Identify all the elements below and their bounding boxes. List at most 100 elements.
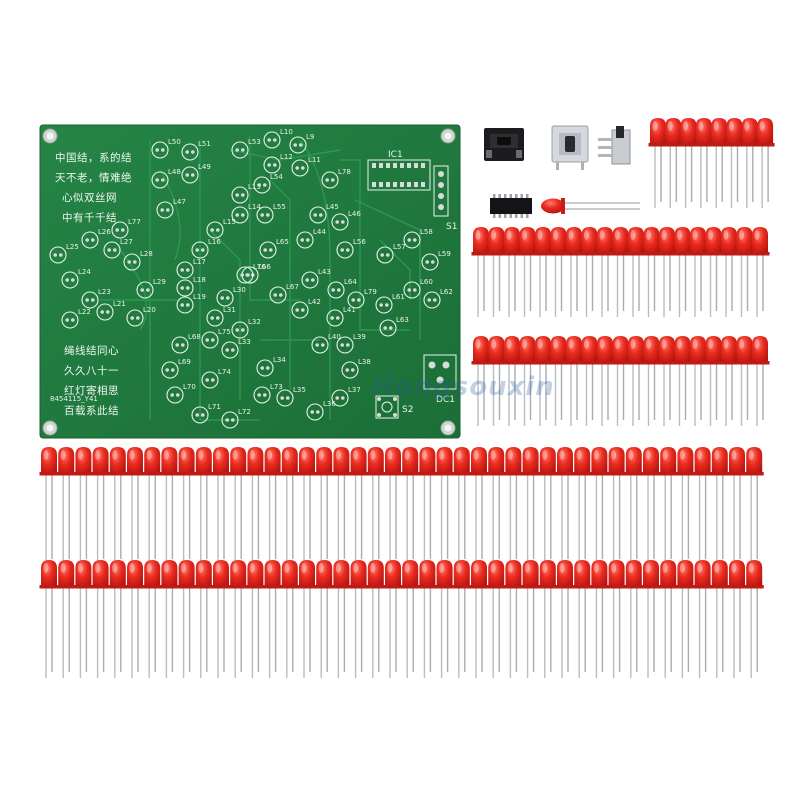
red-led	[704, 336, 723, 426]
red-led	[657, 336, 677, 426]
red-led	[719, 336, 739, 426]
ic-footprint: IC1	[367, 150, 431, 191]
red-led	[435, 447, 455, 565]
red-led	[471, 336, 491, 426]
red-led	[549, 336, 568, 426]
led-footprint: L18	[176, 276, 206, 297]
led-footprint: L79	[347, 288, 377, 309]
led-label: L20	[143, 306, 156, 314]
led-label: L48	[168, 168, 181, 176]
red-led	[142, 560, 162, 678]
red-led	[595, 227, 615, 317]
red-led	[679, 118, 699, 208]
led-label: L70	[183, 383, 196, 391]
red-led	[331, 560, 351, 678]
red-led	[366, 447, 386, 565]
led-footprint: L38	[341, 358, 371, 379]
led-footprint: L60	[403, 278, 433, 299]
led-label: L23	[98, 288, 111, 296]
led-footprint: L41	[326, 306, 356, 327]
led-footprint: L10	[263, 128, 293, 149]
red-led	[487, 227, 506, 317]
led-label: L61	[392, 293, 405, 301]
led-label: L62	[440, 288, 453, 296]
power-label: DC1	[436, 395, 455, 405]
red-led	[383, 560, 403, 678]
red-led	[417, 560, 437, 678]
led-footprint: L11	[291, 156, 321, 177]
red-led	[245, 560, 265, 678]
red-led	[727, 560, 747, 678]
led-footprint: L12	[263, 153, 293, 174]
led-footprint: L44	[296, 228, 326, 249]
led-label: L39	[353, 333, 366, 341]
led-label: L75	[218, 328, 231, 336]
led-footprint: L17	[176, 258, 206, 279]
led-footprint: L47	[156, 198, 186, 219]
led-label: L40	[328, 333, 341, 341]
led-label: L22	[78, 308, 91, 316]
red-led	[589, 447, 609, 565]
led-footprint: L46	[331, 210, 361, 231]
red-led	[471, 227, 491, 317]
red-led	[502, 227, 522, 317]
red-led	[125, 560, 145, 678]
led-footprint: L63	[379, 316, 409, 337]
red-led	[452, 447, 472, 565]
led-footprint: L22	[61, 308, 91, 329]
led-label: L57	[393, 243, 406, 251]
led-label: L28	[140, 250, 153, 258]
components	[484, 125, 640, 218]
red-led	[349, 560, 369, 678]
led-footprint: L34	[256, 356, 286, 377]
red-led	[39, 560, 59, 678]
red-led	[194, 560, 214, 678]
red-led	[675, 560, 695, 678]
red-led	[750, 227, 770, 317]
red-led	[486, 560, 506, 678]
mounting-holes	[42, 128, 456, 436]
led-label: L24	[78, 268, 91, 276]
red-led	[73, 447, 93, 565]
led-label: L33	[238, 338, 251, 346]
led-label: L26	[98, 228, 111, 236]
red-led	[641, 447, 661, 565]
red-led	[108, 560, 128, 678]
led-label: L60	[420, 278, 433, 286]
led-footprint: L55	[256, 203, 286, 224]
led-label: L15	[223, 218, 236, 226]
led-footprint: L72	[221, 408, 251, 429]
red-led	[755, 118, 775, 208]
led-footprint: L9	[289, 133, 314, 154]
led-label: L68	[188, 333, 201, 341]
red-led	[125, 447, 145, 565]
soic-chip	[490, 194, 532, 218]
red-led	[159, 560, 179, 678]
red-led	[486, 447, 506, 565]
red-led	[533, 336, 553, 426]
board-code: 8454115_Y41	[50, 395, 98, 403]
red-led	[518, 336, 537, 426]
red-led	[642, 336, 661, 426]
red-led	[725, 118, 744, 208]
poem-line-5: 绳线结同心	[64, 345, 119, 357]
red-led	[417, 447, 437, 565]
led-label: L59	[438, 250, 451, 258]
red-led	[521, 447, 541, 565]
red-led	[564, 227, 584, 317]
led-footprint: L33	[221, 338, 251, 359]
led-footprint: L43	[301, 268, 331, 289]
led-label: L77	[128, 218, 141, 226]
led-label: L64	[344, 278, 357, 286]
red-led	[91, 560, 111, 678]
led-footprint: L42	[291, 298, 321, 319]
red-led	[297, 447, 317, 565]
red-led	[750, 336, 770, 426]
red-led	[228, 447, 248, 565]
red-led	[91, 447, 111, 565]
led-label: L78	[338, 168, 351, 176]
red-led	[518, 227, 537, 317]
red-led	[675, 447, 695, 565]
